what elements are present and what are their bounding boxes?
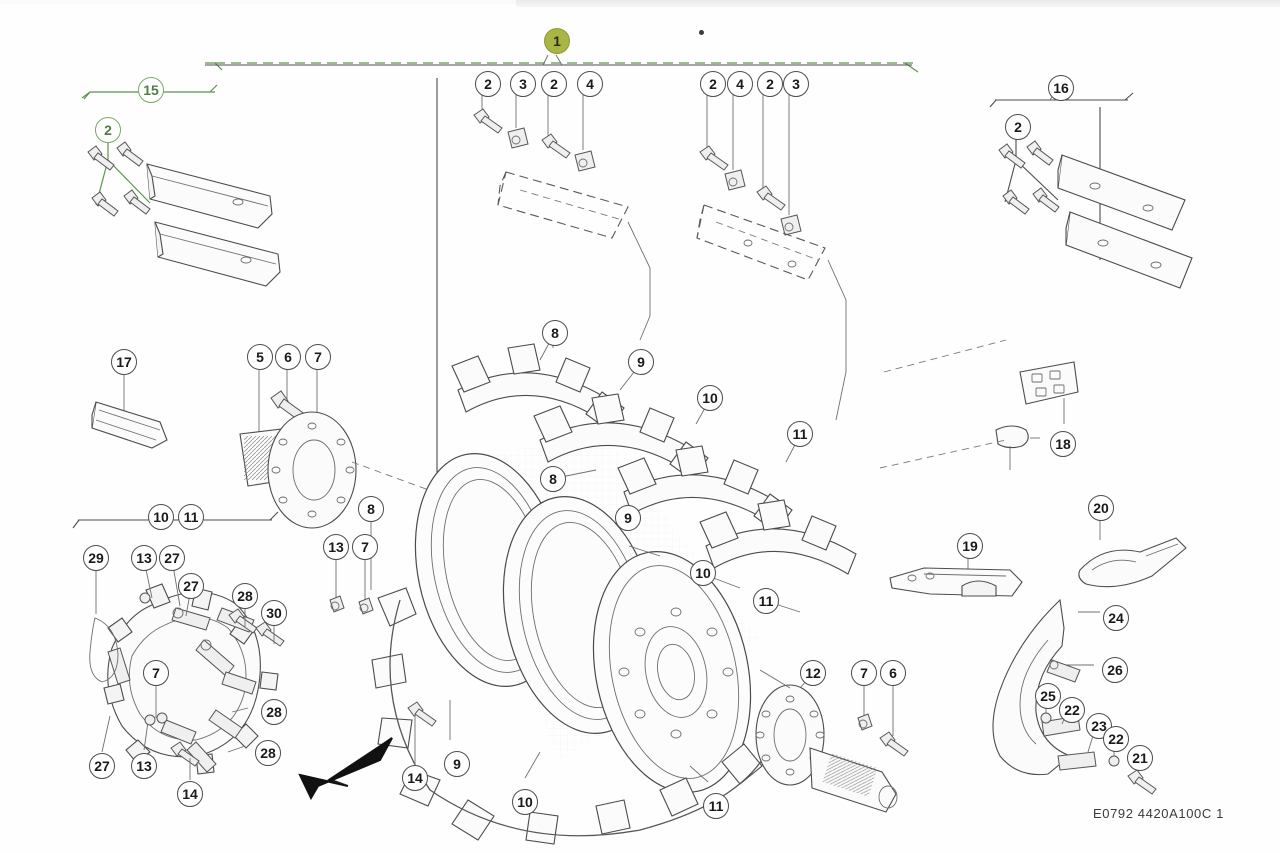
- callout-bubble-2[interactable]: 2: [541, 71, 567, 97]
- main-drum-assembly: [371, 430, 763, 845]
- callout-bubble-20[interactable]: 20: [1088, 495, 1114, 521]
- callout-bubble-29[interactable]: 29: [83, 545, 109, 571]
- callout-bubble-1[interactable]: 1: [544, 28, 570, 54]
- center-right-bracket: [696, 84, 847, 421]
- drawing-part-number: E0792 4420A100C 1: [1093, 806, 1224, 821]
- top-grey-band: [516, 0, 1280, 7]
- callout-bubble-8[interactable]: 8: [358, 496, 384, 522]
- callout-bubble-19[interactable]: 19: [957, 533, 983, 559]
- callout-bubble-7[interactable]: 7: [352, 534, 378, 560]
- callout-bubble-27[interactable]: 27: [89, 753, 115, 779]
- callout-bubble-6[interactable]: 6: [880, 660, 906, 686]
- callout-bubble-3[interactable]: 3: [510, 71, 536, 97]
- callout-bubble-25[interactable]: 25: [1035, 683, 1061, 709]
- right-rail-assembly: [989, 91, 1193, 289]
- callout-bubble-4[interactable]: 4: [577, 71, 603, 97]
- item19-bar: [889, 547, 1023, 597]
- left-hub-axle: [239, 358, 471, 529]
- callout-bubble-10[interactable]: 10: [512, 789, 538, 815]
- callout-bubble-2[interactable]: 2: [700, 71, 726, 97]
- item17-rail: [91, 362, 168, 449]
- callout-bubble-12[interactable]: 12: [800, 660, 826, 686]
- callout-bubble-17[interactable]: 17: [111, 349, 137, 375]
- callout-bubble-7[interactable]: 7: [305, 344, 331, 370]
- callout-bubble-22[interactable]: 22: [1059, 697, 1085, 723]
- right-hub-axle: [755, 669, 909, 813]
- callout-bubble-28[interactable]: 28: [232, 583, 258, 609]
- callout-bubble-5[interactable]: 5: [247, 344, 273, 370]
- callout-bubble-10[interactable]: 10: [697, 385, 723, 411]
- callout-bubble-27[interactable]: 27: [178, 573, 204, 599]
- callout-bubble-9[interactable]: 9: [615, 505, 641, 531]
- item18-pad: [879, 339, 1079, 470]
- callout-bubble-26[interactable]: 26: [1102, 657, 1128, 683]
- callout-bubble-2[interactable]: 2: [475, 71, 501, 97]
- callout-bubble-8[interactable]: 8: [540, 466, 566, 492]
- callout-bubble-9[interactable]: 9: [628, 349, 654, 375]
- callout-bubble-7[interactable]: 7: [143, 660, 169, 686]
- center-left-bracket: [473, 84, 651, 341]
- callout-bubble-14[interactable]: 14: [177, 781, 203, 807]
- callout-bubble-11[interactable]: 11: [753, 588, 779, 614]
- callout-bubble-2[interactable]: 2: [757, 71, 783, 97]
- callout-bubble-18[interactable]: 18: [1050, 431, 1076, 457]
- sprocket-segments: [329, 333, 857, 783]
- callout-bubble-2[interactable]: 2: [95, 117, 121, 143]
- callout-bubble-24[interactable]: 24: [1103, 605, 1129, 631]
- callout-bubble-13[interactable]: 13: [131, 545, 157, 571]
- callout-bubble-28[interactable]: 28: [261, 699, 287, 725]
- callout-bubble-14[interactable]: 14: [402, 765, 428, 791]
- callout-bubble-4[interactable]: 4: [727, 71, 753, 97]
- top-left-band: [0, 0, 516, 4]
- callout-bubble-13[interactable]: 13: [323, 534, 349, 560]
- direction-arrow: [298, 737, 393, 801]
- callout-bubble-16[interactable]: 16: [1048, 75, 1074, 101]
- callout-bubble-15[interactable]: 15: [138, 77, 164, 103]
- callout-bubble-11[interactable]: 11: [178, 504, 204, 530]
- callout-bubble-2[interactable]: 2: [1005, 114, 1031, 140]
- reference-dot-marker: [699, 30, 704, 35]
- callout-bubble-30[interactable]: 30: [261, 600, 287, 626]
- left-rail-assembly: [87, 141, 281, 287]
- callout-bubble-10[interactable]: 10: [148, 504, 174, 530]
- callout-bubble-7[interactable]: 7: [851, 660, 877, 686]
- callout-bubble-22[interactable]: 22: [1103, 726, 1129, 752]
- callout-bubble-11[interactable]: 11: [703, 793, 729, 819]
- callout-bubble-6[interactable]: 6: [275, 344, 301, 370]
- callout-bubble-10[interactable]: 10: [690, 560, 716, 586]
- callout-bubble-27[interactable]: 27: [159, 545, 185, 571]
- callout-bubble-9[interactable]: 9: [444, 751, 470, 777]
- callout-bubble-11[interactable]: 11: [787, 421, 813, 447]
- callout-bubble-13[interactable]: 13: [131, 753, 157, 779]
- callout-bubble-28[interactable]: 28: [255, 740, 281, 766]
- callout-bubble-8[interactable]: 8: [542, 320, 568, 346]
- callout-bubble-21[interactable]: 21: [1127, 745, 1153, 771]
- callout-bubble-3[interactable]: 3: [783, 71, 809, 97]
